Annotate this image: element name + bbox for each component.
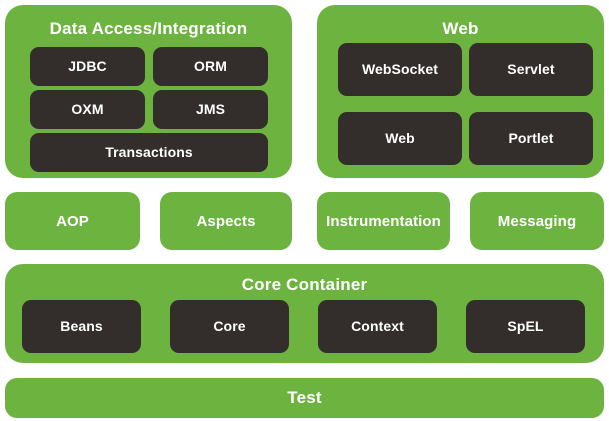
module-context: Context (318, 300, 437, 353)
module-oxm: OXM (30, 90, 145, 129)
module-label-beans: Beans (60, 317, 103, 334)
module-label-portlet: Portlet (508, 129, 554, 146)
module-label-web: Web (385, 129, 415, 146)
module-label-transactions: Transactions (105, 143, 193, 160)
panel-title-web: Web (442, 19, 479, 38)
pill-label-aspects: Aspects (196, 212, 256, 230)
module-transactions: Transactions (30, 133, 268, 172)
module-label-orm: ORM (194, 57, 227, 74)
pill-instrumentation: Instrumentation (317, 192, 450, 250)
module-label-oxm: OXM (71, 100, 104, 117)
module-websocket: WebSocket (338, 43, 462, 96)
module-label-context: Context (351, 317, 404, 334)
pill-aspects: Aspects (160, 192, 292, 250)
pill-label-messaging: Messaging (497, 212, 577, 230)
module-spel: SpEL (466, 300, 585, 353)
panel-title-test: Test (287, 388, 322, 407)
module-web: Web (338, 112, 462, 165)
pill-messaging: Messaging (470, 192, 604, 250)
module-core: Core (170, 300, 289, 353)
module-servlet: Servlet (469, 43, 593, 96)
module-beans: Beans (22, 300, 141, 353)
pill-label-aop: AOP (56, 212, 89, 230)
pill-aop: AOP (5, 192, 140, 250)
module-jdbc: JDBC (30, 47, 145, 86)
module-label-core: Core (213, 317, 246, 334)
module-orm: ORM (153, 47, 268, 86)
module-label-spel: SpEL (507, 317, 544, 334)
panel-test: Test (5, 378, 604, 418)
module-portlet: Portlet (469, 112, 593, 165)
panel-title-data-access-integration: Data Access/Integration (49, 19, 248, 38)
module-label-servlet: Servlet (507, 60, 555, 77)
module-label-websocket: WebSocket (361, 60, 439, 77)
module-label-jdbc: JDBC (68, 57, 107, 74)
module-label-jms: JMS (195, 100, 226, 117)
panel-title-core-container: Core Container (241, 275, 368, 294)
module-jms: JMS (153, 90, 268, 129)
pill-label-instrumentation: Instrumentation (326, 212, 441, 230)
